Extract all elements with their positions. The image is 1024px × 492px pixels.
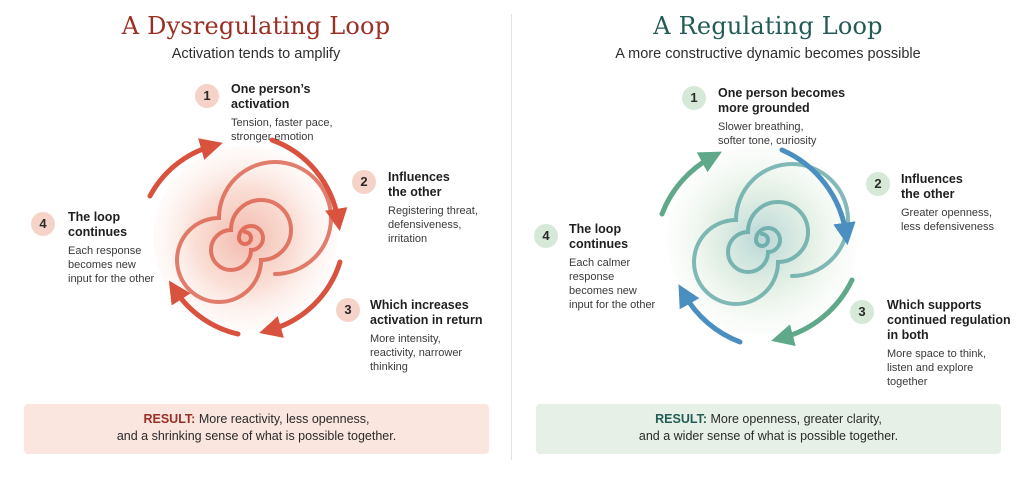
- loop-arrow-bottom: [259, 259, 343, 338]
- step-number-1: 1: [195, 84, 219, 108]
- step-heading: Which supports continued regulation in b…: [887, 298, 1011, 342]
- step-description: More space to think, listen and explore …: [887, 348, 987, 388]
- loop-arrow-left: [678, 284, 743, 345]
- result-line-1: More reactivity, less openness,: [198, 412, 370, 426]
- step-description: Greater openness, less defensiveness: [901, 207, 994, 233]
- step-heading: Which increases activation in return: [370, 298, 483, 327]
- step-number-4: 4: [534, 224, 558, 248]
- regulating-panel: A Regulating Loop A more constructive dy…: [512, 0, 1024, 492]
- result-label: RESULT:: [655, 412, 707, 426]
- step-number-1: 1: [682, 86, 706, 110]
- dysregulating-panel: A Dysregulating Loop Activation tends to…: [24, 12, 489, 454]
- dysregulating-result-box: RESULT: More reactivity, less openness, …: [24, 404, 489, 454]
- regulating-loop-diagram: [659, 145, 857, 347]
- regulating-subtitle: A more constructive dynamic becomes poss…: [615, 46, 921, 62]
- result-line-2: and a shrinking sense of what is possibl…: [116, 429, 397, 443]
- step-description: Each response becomes new input for the …: [68, 245, 155, 285]
- step-number-3: 3: [336, 298, 360, 322]
- glow-swirl: [667, 145, 857, 335]
- dysregulating-loop-diagram: [147, 137, 348, 338]
- loop-arrow-right: [269, 137, 348, 232]
- regulating-title: A Regulating Loop: [653, 12, 883, 40]
- step-description: Slower breathing, softer tone, curiosity: [718, 121, 817, 147]
- step-heading: One person becomes more grounded: [718, 86, 846, 115]
- panel-divider: [511, 14, 512, 460]
- step-number-2: 2: [352, 170, 376, 194]
- step-heading: The loop continues: [569, 222, 629, 251]
- dysregulating-title: A Dysregulating Loop: [121, 12, 391, 40]
- result-line-2: and a wider sense of what is possible to…: [638, 429, 899, 443]
- dysregulating-subtitle: Activation tends to amplify: [171, 46, 341, 62]
- step-heading: Influences the other: [388, 170, 450, 199]
- loop-arrow-right: [779, 147, 856, 246]
- step-description: Each calmer response becomes new input f…: [569, 257, 656, 311]
- step-description: Tension, faster pace, stronger emotion: [231, 117, 333, 143]
- loop-arrow-bottom: [771, 277, 855, 347]
- glow-swirl: [153, 146, 337, 330]
- spiral-icon: [175, 160, 333, 304]
- step-heading: The loop continues: [68, 210, 128, 239]
- step-description: Registering threat, defensiveness, irrit…: [388, 205, 478, 245]
- step-number-4: 4: [31, 212, 55, 236]
- loop-arrow-left: [168, 280, 241, 337]
- regulating-result-box: RESULT: More openness, greater clarity, …: [536, 404, 1001, 454]
- spiral-icon: [692, 162, 850, 306]
- step-description: More intensity, reactivity, narrower thi…: [370, 333, 463, 373]
- result-label: RESULT:: [143, 412, 196, 426]
- loop-arrow-top: [147, 138, 223, 199]
- loop-arrow-top: [659, 151, 722, 217]
- step-number-3: 3: [850, 300, 874, 324]
- step-number-2: 2: [866, 172, 890, 196]
- step-heading: One person’s activation: [231, 82, 311, 111]
- step-heading: Influences the other: [901, 172, 963, 201]
- result-line-1: More openness, greater clarity,: [710, 412, 882, 426]
